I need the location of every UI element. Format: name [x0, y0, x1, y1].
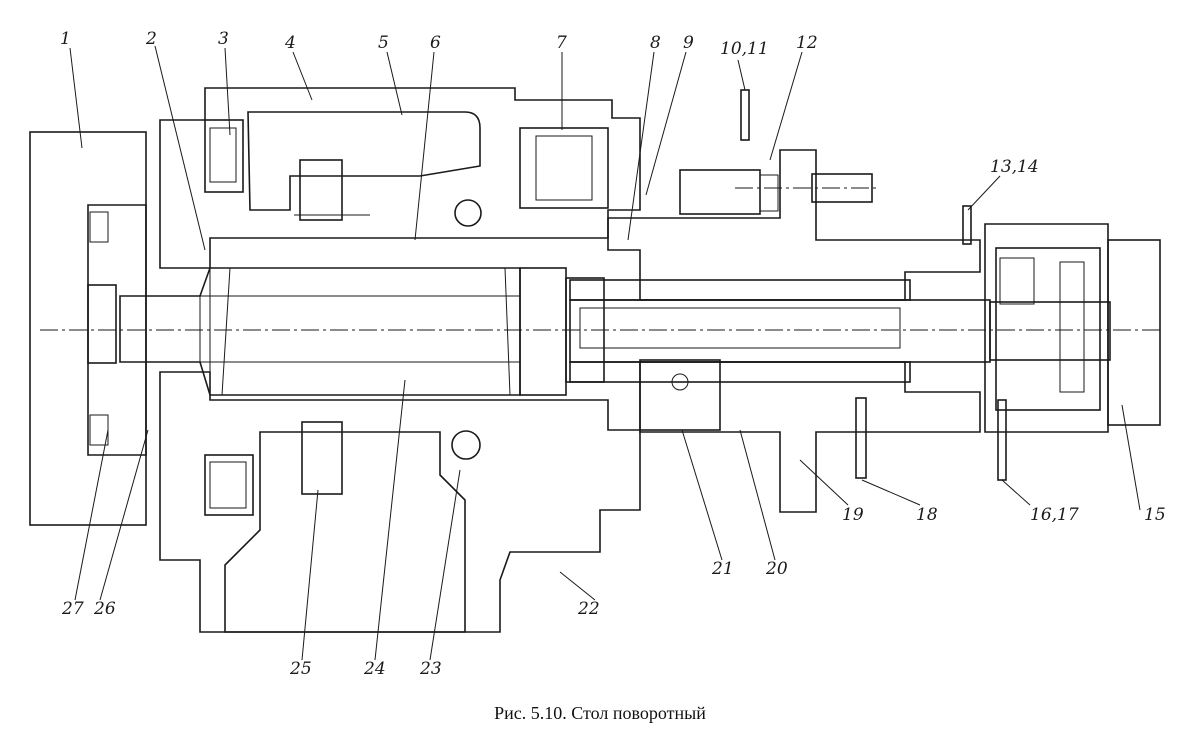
limit-switches — [740, 89, 1007, 481]
callout-18: 18 — [916, 505, 938, 525]
callout-9: 9 — [683, 33, 694, 53]
callout-26: 26 — [93, 599, 116, 619]
inner-shaft — [569, 279, 991, 383]
callout-16: 16,17 — [1030, 505, 1079, 525]
rear-cover — [984, 223, 1161, 433]
callout-24: 24 — [363, 659, 386, 679]
callout-13: 13,14 — [990, 157, 1039, 177]
callout-5: 5 — [378, 33, 389, 53]
callout-15: 15 — [1144, 505, 1166, 525]
leader-lines — [69, 45, 1141, 661]
callout-3: 3 — [218, 29, 229, 49]
left-housing — [159, 87, 641, 633]
callout-22: 22 — [577, 599, 600, 619]
figure-caption: Рис. 5.10. Стол поворотный — [494, 703, 706, 723]
callout-20: 20 — [765, 559, 788, 579]
callout-6: 6 — [430, 33, 441, 53]
callout-4: 4 — [284, 33, 296, 53]
callout-21: 21 — [711, 559, 734, 579]
main-spindle — [119, 267, 605, 396]
right-cylinder-block — [607, 149, 981, 513]
worm-gear — [294, 159, 370, 495]
rotary-table-drawing: 1 2 3 4 5 6 7 8 9 10,11 12 13,14 15 16,1… — [29, 29, 1166, 679]
callout-25: 25 — [289, 659, 312, 679]
callout-27: 27 — [61, 599, 84, 619]
callout-19: 19 — [842, 505, 864, 525]
callout-2: 2 — [145, 29, 157, 49]
bearings — [451, 127, 609, 460]
callout-8: 8 — [650, 33, 661, 53]
callout-10: 10,11 — [720, 39, 769, 59]
callout-12: 12 — [796, 33, 818, 53]
callout-1: 1 — [60, 29, 71, 49]
callout-7: 7 — [556, 33, 567, 53]
callout-23: 23 — [419, 659, 442, 679]
